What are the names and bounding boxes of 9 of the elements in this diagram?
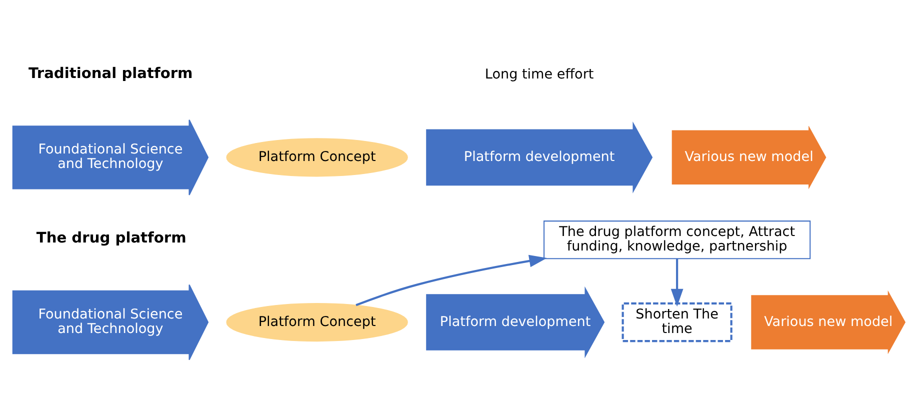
- node-ellipse: Platform Concept: [226, 302, 408, 342]
- arrow: [670, 258, 684, 306]
- node-ellipse: Platform Concept: [226, 138, 408, 176]
- node-label: Long time effort: [484, 66, 594, 82]
- label: Traditional platform: [28, 64, 193, 82]
- arrow: [356, 254, 547, 306]
- node-box: The drug platform concept, Attract funding, knowledge, partnership: [544, 220, 811, 259]
- node-box: Shorten The time: [622, 302, 732, 342]
- label: The drug platform: [36, 229, 186, 246]
